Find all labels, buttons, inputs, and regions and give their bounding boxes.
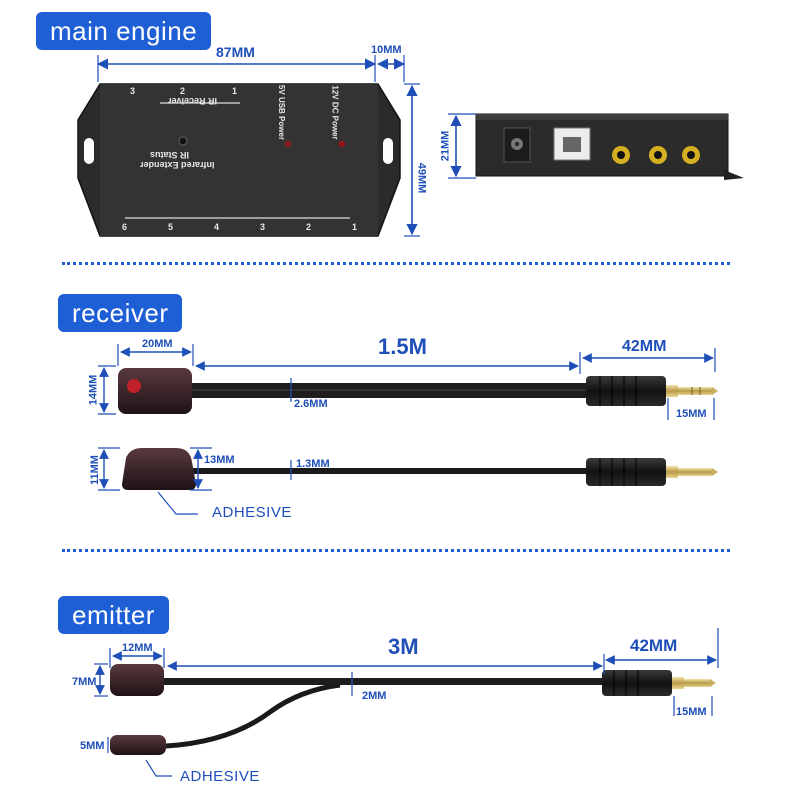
emitter-adhesive-label: ADHESIVE [180,768,260,785]
section-tag-main-engine: main engine [36,12,212,50]
ir-status-led [178,136,188,146]
device-label-usb-power: 5V USB Power [277,84,287,141]
divider-1 [62,262,730,265]
dc-power-led [338,140,346,148]
dim-main-height: 49MM [415,162,428,194]
receiver-sensor [127,379,141,393]
dim-emitter-plug-length: 42MM [630,636,678,655]
bottom-port-2: 2 [306,222,312,232]
device-label-dc-power: 12V DC Power [330,85,340,140]
dim-receiver-cable-dia: 2.6MM [294,398,328,410]
dim-side-height: 21MM [439,130,452,162]
top-port-3: 3 [130,86,136,96]
bottom-port-1: 1 [352,222,358,232]
dim-receiver-cable-length: 1.5M [378,334,427,359]
dim-emitter-head-height: 7MM [72,676,97,688]
section-tag-receiver: receiver [58,294,183,332]
device-label-extender: Infrared Extender [140,160,215,170]
bottom-port-3: 3 [260,222,266,232]
emitter-view [110,664,716,755]
dim-receiver-side-height: 11MM [88,455,101,485]
dim-main-depth: 10MM [371,44,402,56]
receiver-side-view [122,448,718,490]
dim-receiver-side-cable: 1.3MM [296,458,330,470]
bottom-port-4: 4 [214,222,220,232]
dim-receiver-head-width: 20MM [142,338,173,350]
device-label-ir-receiver: IR Receiver [168,96,218,106]
device-label-status: IR Status [150,150,190,160]
main-engine-side [475,113,744,180]
dim-receiver-head-height: 14MM [87,374,100,406]
dim-receiver-plug-length: 42MM [622,338,667,355]
dim-emitter-cable-dia: 2MM [362,690,387,702]
divider-2 [62,549,730,552]
mount-slot-right [383,138,393,164]
dim-emitter-cable-length: 3M [388,634,419,659]
section-tag-emitter: emitter [58,596,169,634]
top-port-1: 1 [232,86,238,96]
dim-emitter-plug-dia: 15MM [676,706,707,718]
bottom-port-5: 5 [168,222,174,232]
dim-receiver-plug-dia: 15MM [676,408,707,420]
receiver-top-view [118,368,718,414]
dim-emitter-head-width: 12MM [122,642,153,654]
dim-receiver-side-top: 13MM [204,454,235,466]
dim-main-width: 87MM [216,44,255,60]
dim-emitter-second-head: 5MM [80,740,105,752]
main-engine-front [77,83,401,237]
receiver-adhesive-label: ADHESIVE [212,504,292,521]
bottom-port-6: 6 [122,222,128,232]
top-port-2: 2 [180,86,186,96]
usb-power-led [284,140,292,148]
mount-slot-left [84,138,94,164]
